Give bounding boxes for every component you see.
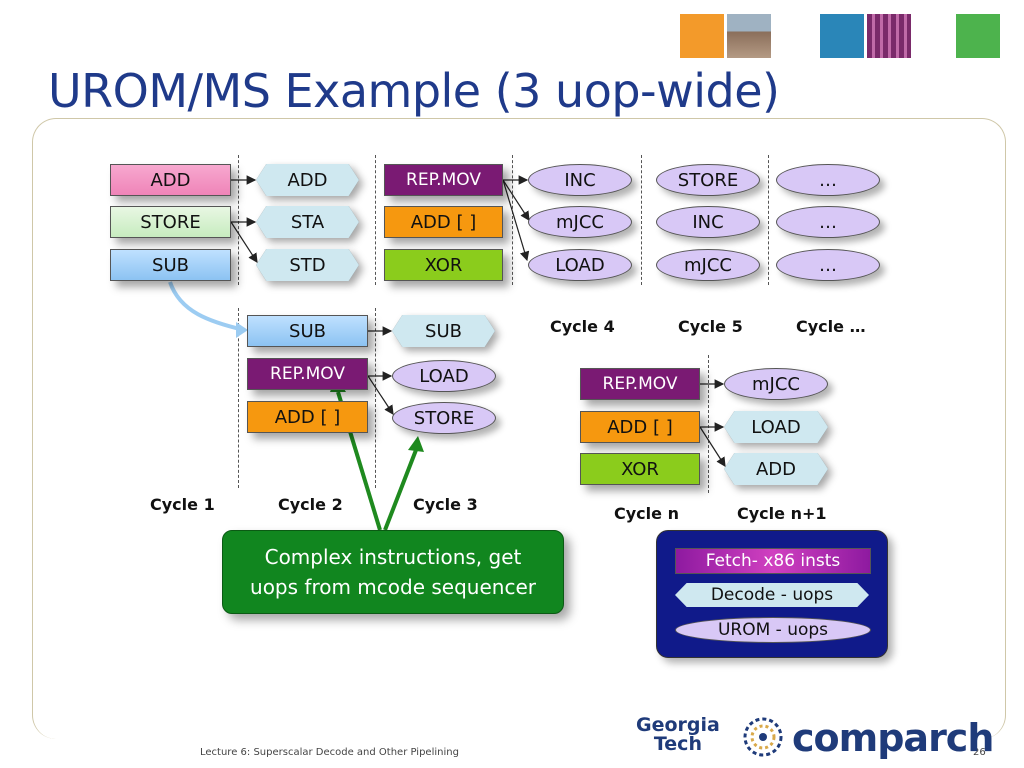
inst-xor: XOR bbox=[580, 453, 700, 485]
comparch-swirl-icon bbox=[743, 717, 783, 757]
cycle-label: Cycle 4 bbox=[550, 317, 615, 336]
uop-sta: STA bbox=[256, 206, 359, 238]
cycle-separator bbox=[238, 308, 239, 488]
arrow bbox=[230, 221, 258, 264]
content-frame bbox=[32, 118, 1006, 739]
decor-photo-campus bbox=[727, 14, 771, 58]
arrow bbox=[502, 179, 530, 262]
callout-arrowhead bbox=[408, 436, 424, 452]
legend-urom: UROM - uops bbox=[675, 617, 871, 643]
uop-wrap: STA bbox=[256, 206, 359, 238]
cycle-label: Cycle 5 bbox=[678, 317, 743, 336]
cycle-label: Cycle 3 bbox=[413, 495, 478, 514]
uop-ellipsis: … bbox=[776, 249, 880, 281]
slide-title: UROM/MS Example (3 uop-wide) bbox=[48, 64, 780, 118]
inst-sub: SUB bbox=[110, 249, 231, 281]
cycle-label: Cycle 2 bbox=[278, 495, 343, 514]
decor-green-square bbox=[956, 14, 1000, 58]
inst-add-mem: ADD [ ] bbox=[580, 411, 700, 443]
uop-wrap: LOAD bbox=[724, 411, 828, 443]
cycle-separator bbox=[708, 355, 709, 493]
inst-store: STORE bbox=[110, 206, 231, 238]
logo-text: Tech bbox=[653, 733, 702, 755]
inst-add-mem: ADD [ ] bbox=[384, 206, 503, 238]
inst-sub: SUB bbox=[247, 315, 368, 347]
cycle-separator bbox=[238, 155, 239, 285]
cycle-label: Cycle n+1 bbox=[737, 504, 827, 523]
decor-photo-chip bbox=[867, 14, 911, 58]
uop-sub: SUB bbox=[392, 315, 495, 347]
inst-rep-mov: REP.MOV bbox=[384, 164, 503, 196]
cycle-label: Cycle n bbox=[614, 504, 679, 523]
uop-wrap: ADD bbox=[256, 164, 359, 196]
arrow bbox=[502, 179, 530, 222]
arrow bbox=[699, 426, 726, 468]
uop-load: LOAD bbox=[392, 360, 496, 392]
legend-box: Fetch- x86 insts Decode - uops UROM - uo… bbox=[656, 530, 888, 658]
legend-fetch: Fetch- x86 insts bbox=[675, 548, 871, 574]
cycle-separator bbox=[512, 155, 513, 285]
uop-store: STORE bbox=[656, 164, 760, 196]
callout-line: uops from mcode sequencer bbox=[250, 575, 536, 599]
cycle-label: Cycle … bbox=[796, 317, 866, 336]
uop-add: ADD bbox=[256, 164, 359, 196]
uop-store: STORE bbox=[392, 402, 496, 434]
inst-add-mem: ADD [ ] bbox=[247, 401, 368, 433]
uop-ellipsis: … bbox=[776, 164, 880, 196]
uop-wrap: SUB bbox=[392, 315, 495, 347]
cycle-separator bbox=[375, 155, 376, 285]
cycle-separator bbox=[375, 308, 376, 488]
uop-inc: INC bbox=[528, 164, 632, 196]
callout-line: Complex instructions, get bbox=[264, 545, 522, 569]
cycle-separator bbox=[768, 155, 769, 285]
cycle-separator bbox=[641, 155, 642, 285]
georgia-tech-logo: Georgia Tech bbox=[636, 716, 720, 754]
carry-over-arrowhead bbox=[236, 322, 248, 338]
inst-rep-mov: REP.MOV bbox=[580, 368, 700, 400]
inst-xor: XOR bbox=[384, 249, 503, 281]
legend-decode: Decode - uops bbox=[675, 583, 869, 607]
decor-orange-square bbox=[680, 14, 724, 58]
cycle-label: Cycle 1 bbox=[150, 495, 215, 514]
uop-wrap: STD bbox=[256, 249, 359, 281]
uop-wrap: ADD bbox=[724, 453, 828, 485]
callout-arrow bbox=[383, 449, 418, 531]
carry-over-arrow bbox=[168, 281, 245, 332]
uop-std: STD bbox=[256, 249, 359, 281]
uop-add: ADD bbox=[724, 453, 828, 485]
uop-inc: INC bbox=[656, 206, 760, 238]
footer-lecture-title: Lecture 6: Superscalar Decode and Other … bbox=[200, 747, 459, 758]
uop-load: LOAD bbox=[724, 411, 828, 443]
uop-mjcc: mJCC bbox=[656, 249, 760, 281]
page-number: 26 bbox=[973, 747, 986, 758]
arrow bbox=[367, 375, 394, 416]
logo-text: Georgia bbox=[636, 714, 720, 736]
uop-load: LOAD bbox=[528, 249, 632, 281]
decor-blue-square bbox=[820, 14, 864, 58]
callout-box: Complex instructions, get uops from mcod… bbox=[222, 530, 564, 614]
inst-rep-mov: REP.MOV bbox=[247, 358, 368, 390]
comparch-logo: comparch bbox=[792, 716, 994, 760]
uop-mjcc: mJCC bbox=[724, 368, 828, 400]
uop-ellipsis: … bbox=[776, 206, 880, 238]
uop-mjcc: mJCC bbox=[528, 206, 632, 238]
inst-add: ADD bbox=[110, 164, 231, 196]
